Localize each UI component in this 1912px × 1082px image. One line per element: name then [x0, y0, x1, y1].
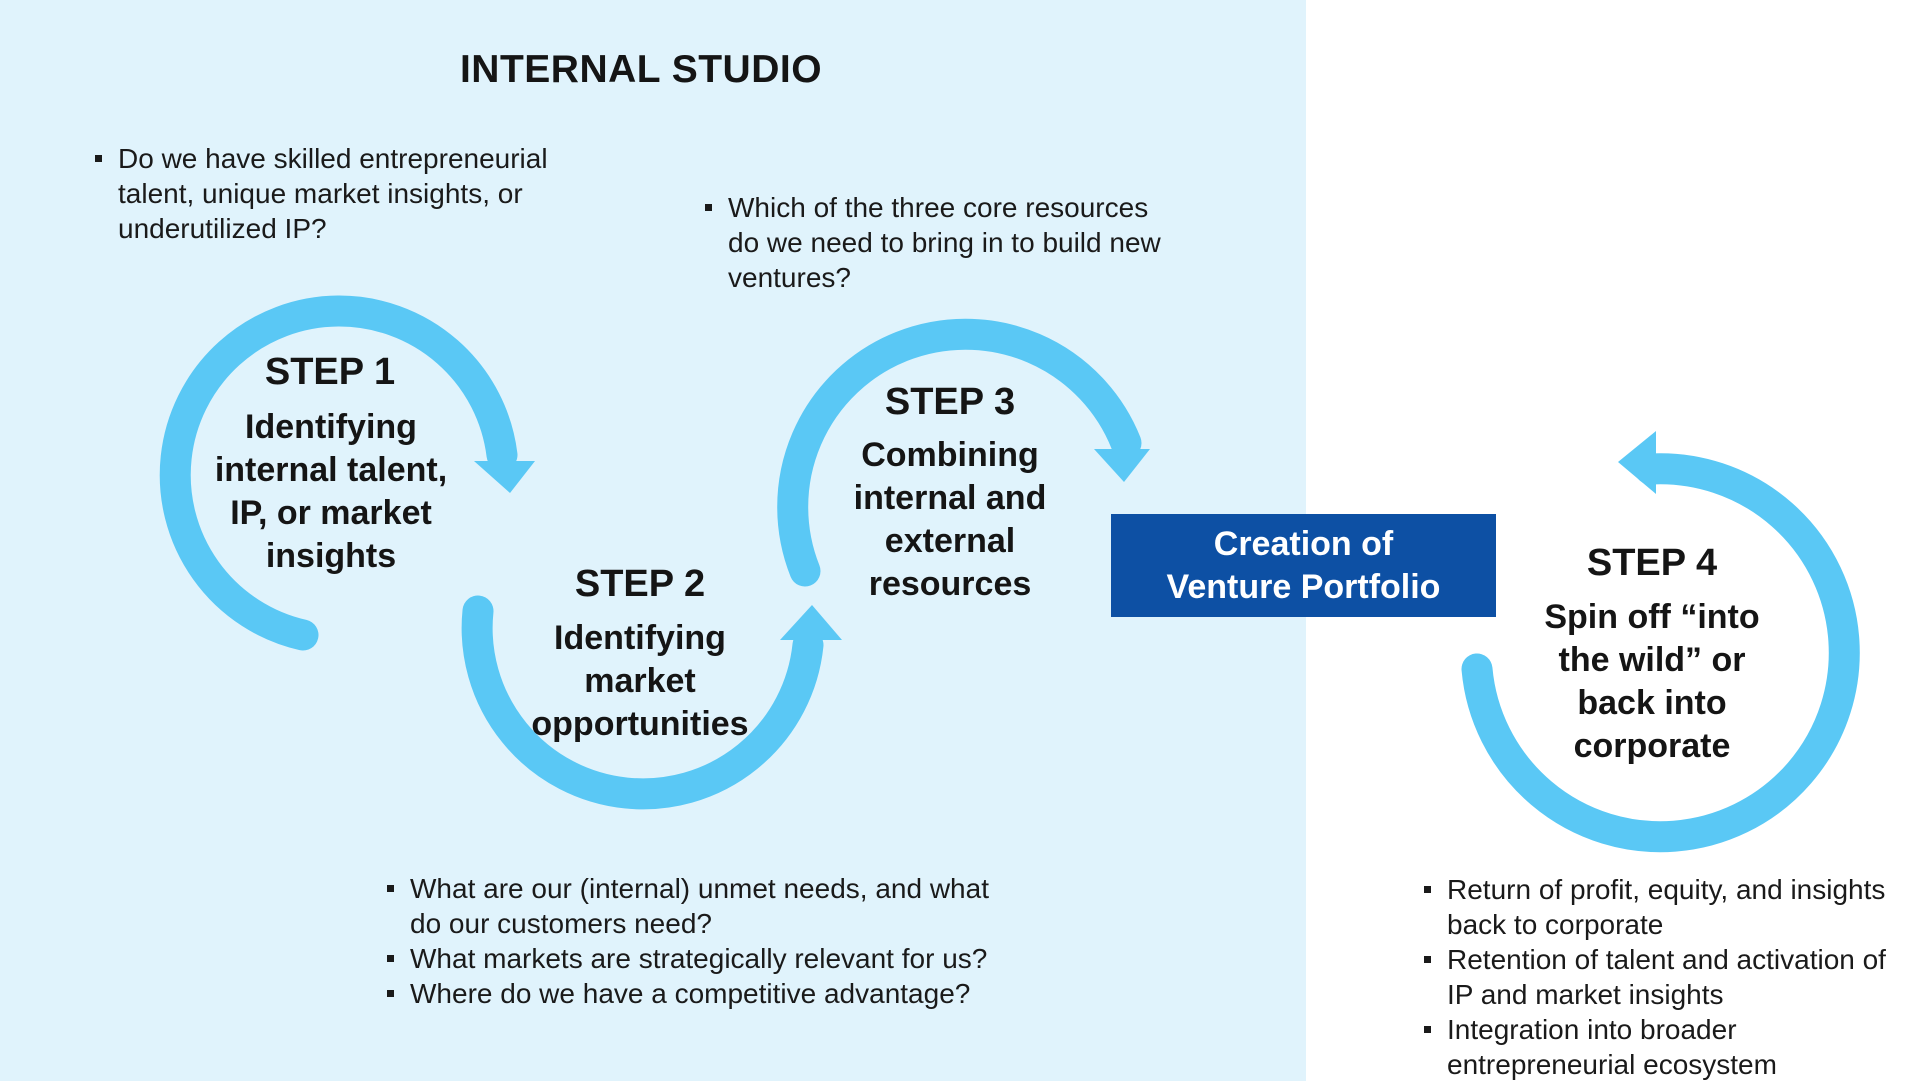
internal-studio-panel — [0, 0, 1306, 1081]
step1-description: Identifying internal talent, IP, or mark… — [214, 408, 448, 575]
step3-arrowhead-icon — [1094, 449, 1150, 482]
step2-question: Where do we have a competitive advantage… — [387, 976, 1017, 1011]
step2-question: What markets are strategically relevant … — [387, 941, 1017, 976]
step2-questions: What are our (internal) unmet needs, and… — [387, 871, 1017, 1011]
step1-label: STEP 1 — [264, 351, 396, 393]
step2-arc-arrow — [461, 595, 824, 810]
step3-label: STEP 3 — [884, 381, 1016, 423]
step3-questions: Which of the three core resources do we … — [705, 190, 1185, 295]
step2-question: What are our (internal) unmet needs, and… — [387, 871, 1017, 941]
step1-questions: Do we have skilled entrepreneurial talen… — [95, 141, 575, 246]
step4-outcome: Retention of talent and activation of IP… — [1424, 942, 1912, 1012]
step3-description: Combining internal and external resource… — [853, 436, 1047, 603]
step4-outcome: Return of profit, equity, and insights b… — [1424, 872, 1912, 942]
step2-label: STEP 2 — [574, 563, 706, 605]
step4-arrowhead-icon — [1618, 431, 1656, 494]
step4-description: Spin off “into the wild” or back into co… — [1544, 598, 1760, 765]
step4-arc-arrow — [1461, 453, 1860, 853]
venture-portfolio-box: Creation of Venture Portfolio — [1111, 514, 1496, 617]
step1-arrowhead-icon — [474, 461, 535, 493]
step1-arc-arrow — [159, 295, 518, 651]
diagram-title: INTERNAL STUDIO — [459, 48, 823, 91]
step4-label: STEP 4 — [1586, 542, 1718, 584]
step3-arc-arrow — [777, 318, 1142, 587]
step2-arrowhead-icon — [780, 605, 842, 640]
step2-description: Identifying market opportunities — [531, 619, 749, 743]
step1-question: Do we have skilled entrepreneurial talen… — [95, 141, 575, 246]
step3-question: Which of the three core resources do we … — [705, 190, 1185, 295]
step4-questions: Return of profit, equity, and insights b… — [1424, 872, 1912, 1082]
venture-portfolio-label: Creation of Venture Portfolio — [1166, 524, 1441, 606]
step4-outcome: Integration into broader entrepreneurial… — [1424, 1012, 1912, 1082]
